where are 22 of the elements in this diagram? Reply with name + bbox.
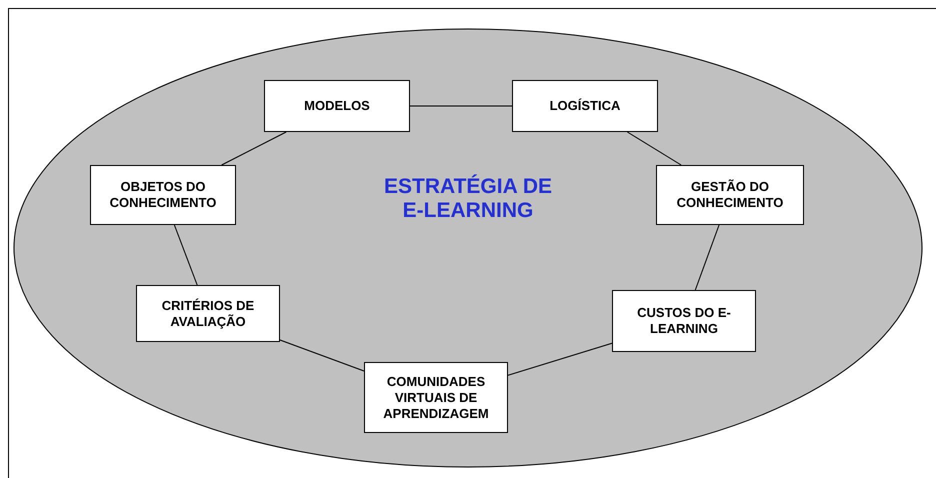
topic-box: [512, 80, 658, 132]
connector-line: [174, 224, 198, 286]
topic-box: [264, 80, 410, 132]
topic-box: [364, 362, 508, 433]
topic-label: MODELOS: [304, 98, 370, 114]
topic-label: CUSTOS DO E-LEARNING: [636, 305, 732, 337]
connector-line: [626, 132, 682, 166]
topic-box: [656, 165, 804, 225]
topic-box: [136, 285, 280, 342]
connector-line: [221, 132, 287, 166]
topic-label: CRITÉRIOS DE AVALIAÇÃO: [160, 298, 256, 330]
center-title: ESTRATÉGIA DE E-LEARNING: [382, 175, 553, 223]
topic-label: COMUNIDADES VIRTUAIS DE APRENDIZAGEM: [383, 374, 489, 422]
topic-box: [90, 165, 236, 225]
topic-label: OBJETOS DO CONHECIMENTO: [110, 179, 216, 211]
strategy-ellipse: [13, 28, 923, 468]
topic-label: GESTÃO DO CONHECIMENTO: [676, 179, 784, 211]
topic-box: [612, 290, 756, 352]
topic-label: LOGÍSTICA: [550, 98, 620, 114]
connector-line: [508, 342, 612, 376]
connector-line: [694, 224, 720, 290]
connector-line: [280, 340, 364, 372]
